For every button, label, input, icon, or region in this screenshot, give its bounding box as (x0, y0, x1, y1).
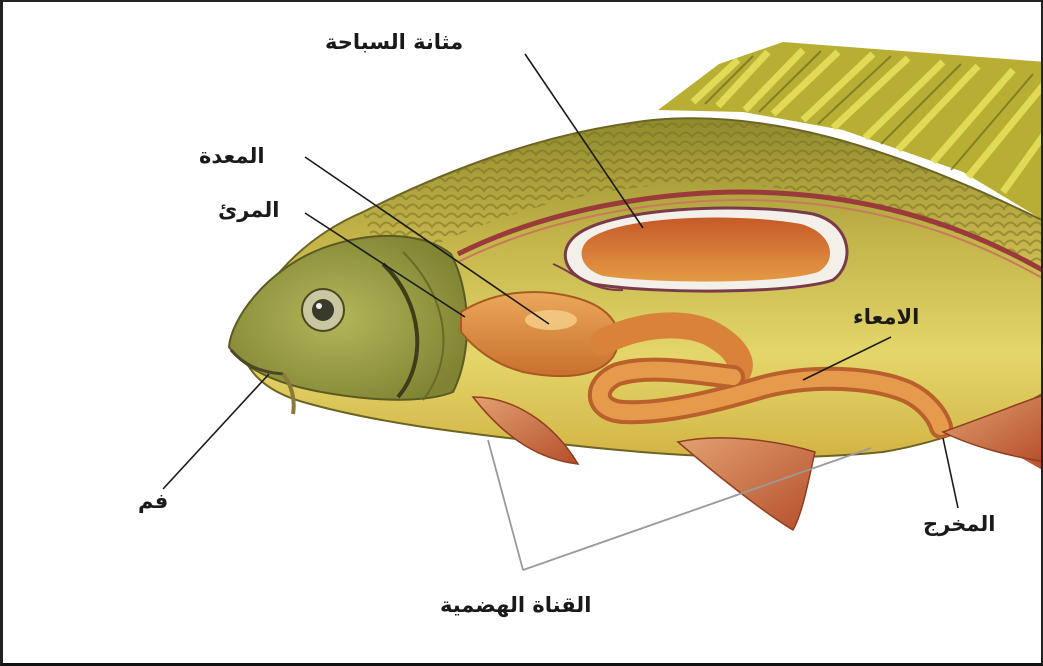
label-mouth: فم (138, 489, 168, 513)
eye (302, 289, 344, 331)
label-esophagus: المرئ (218, 198, 279, 222)
label-stomach: المعدة (199, 144, 265, 168)
label-anus: المخرج (923, 512, 996, 536)
fish-illustration (3, 2, 1043, 666)
pelvic-fin (678, 438, 815, 530)
label-swim-bladder: مثانة السباحة (325, 30, 463, 54)
label-digestive-canal: القناة الهضمية (440, 593, 591, 617)
leader-anus (943, 438, 958, 508)
label-intestines: الامعاء (853, 305, 919, 329)
leader-mouth (163, 374, 269, 489)
fish-head (229, 236, 467, 400)
